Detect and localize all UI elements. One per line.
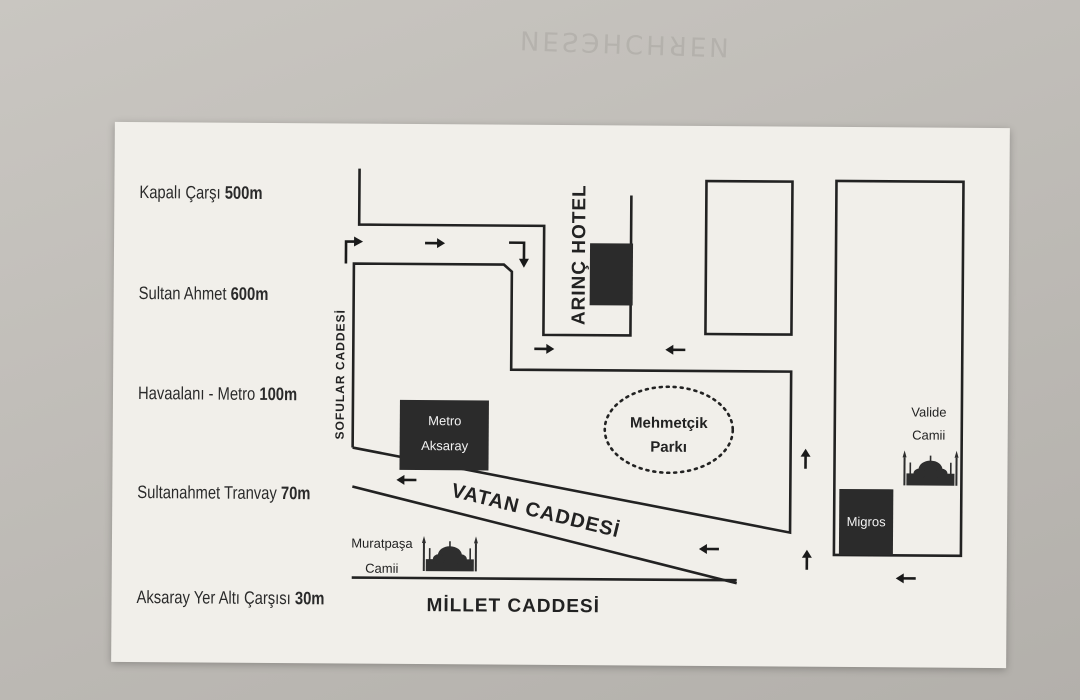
mehmetcik-parki-outline [603, 385, 735, 475]
vatan-caddesi-lower-edge [352, 485, 738, 585]
street-map: ARINÇ HOTEL Metro Aksaray Mehmetçik Park… [332, 168, 965, 617]
millet-caddesi-upper-edge [351, 576, 737, 582]
muratpasa-label: Muratpaşa [351, 536, 413, 551]
arinc-hotel-label: ARINÇ HOTEL [568, 184, 590, 325]
arrow-turn-down-icon [509, 241, 526, 261]
arrow-up-icon [800, 548, 814, 572]
valide-label: Valide [911, 404, 946, 419]
migros-label: Migros [847, 514, 887, 529]
arrow-left-icon [395, 473, 418, 487]
building-east-block [832, 179, 965, 558]
muratpasa-camii-mosque-icon [421, 536, 479, 572]
sofular-caddesi-label: SOFULAR CADDESİ [332, 309, 348, 439]
aksaray-label: Aksaray [421, 438, 469, 453]
metro-label: Metro [428, 413, 461, 428]
arrow-left-icon [663, 343, 687, 357]
map-card: Kapalı Çarşı 500m Sultan Ahmet 600m Hava… [111, 121, 1010, 669]
migros-building [838, 488, 894, 556]
arrow-right-icon [532, 342, 556, 356]
street-outline-north [357, 168, 633, 337]
arrow-turn-down-head-icon [518, 258, 529, 268]
millet-caddesi-label: MİLLET CADDESİ [426, 595, 600, 617]
camii-label: Camii [912, 427, 945, 442]
arrow-turn-right-icon [344, 240, 357, 264]
arrow-left-icon [894, 572, 918, 585]
muratpasa-camii-label: Camii [365, 561, 398, 576]
parki-label: Parkı [650, 439, 687, 456]
arrow-up-icon [799, 447, 812, 471]
street-outline-central-block [351, 262, 793, 535]
arinc-hotel-building [589, 243, 634, 306]
mehmetcik-label: Mehmetçik [630, 414, 708, 432]
arrow-left-icon [697, 542, 721, 556]
traffic-arrows [344, 236, 918, 585]
valide-camii-mosque-icon [902, 450, 959, 486]
arrow-right-icon [423, 236, 447, 250]
background-bleed-text: ИЕЅЭHCHЯEИ [519, 24, 733, 62]
metro-aksaray-building [399, 399, 489, 471]
arrow-turn-right-head-icon [354, 236, 364, 247]
building-north-middle [704, 179, 794, 336]
